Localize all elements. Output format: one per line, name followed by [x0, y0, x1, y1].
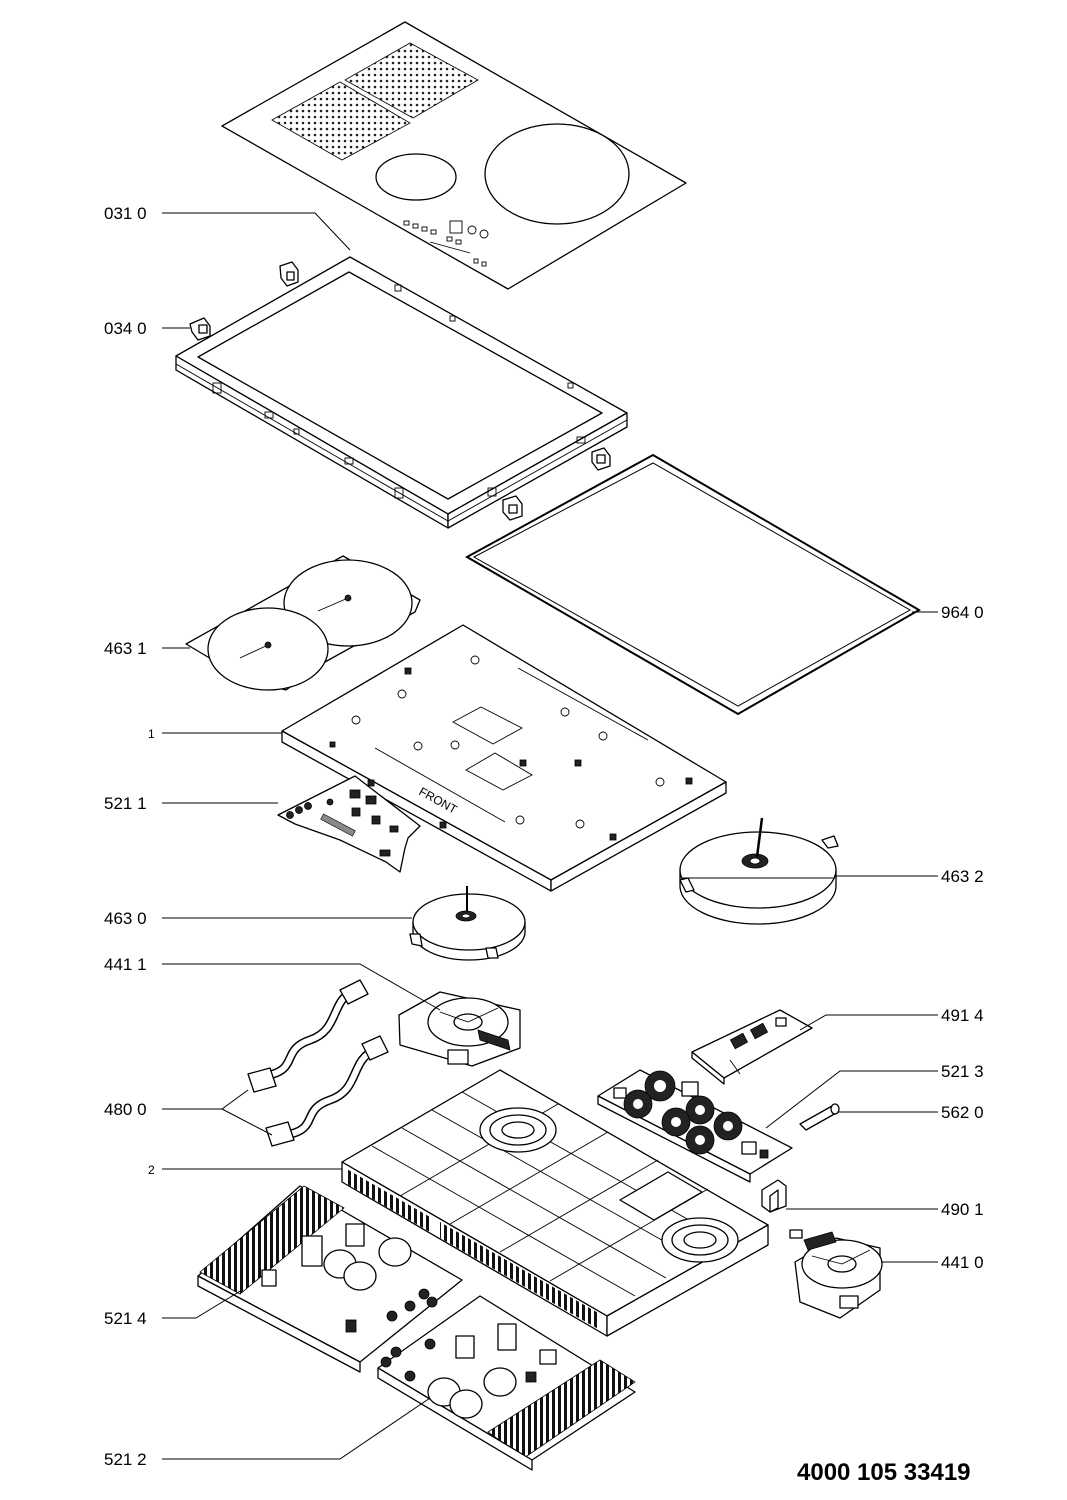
coil-carrier-plate: [185, 555, 421, 691]
control-board: [277, 775, 421, 873]
label-031-0: 031 0: [104, 204, 147, 223]
lower-housing: [341, 1069, 769, 1337]
support-plate: FRONT: [281, 624, 727, 892]
mounting-bracket: [279, 261, 299, 287]
fuse-cylinder: [799, 1103, 840, 1131]
large-induction-coil: [679, 817, 839, 925]
label-521-2: 521 2: [104, 1450, 147, 1469]
wiring-harness: [265, 1035, 389, 1147]
leader-lines: [162, 212, 938, 1460]
mounting-bracket: [189, 317, 211, 341]
mounting-bracket: [591, 447, 611, 471]
label-480-0: 480 0: [104, 1100, 147, 1119]
label-964-0: 964 0: [941, 603, 984, 622]
label-491-4: 491 4: [941, 1006, 984, 1025]
label-463-0: 463 0: [104, 909, 147, 928]
power-board-right: [377, 1295, 636, 1471]
cooling-fan-lower: [789, 1229, 883, 1319]
label-441-1: 441 1: [104, 955, 147, 974]
label-463-2: 463 2: [941, 867, 984, 886]
filter-board: [597, 1069, 793, 1183]
board-bracket: [691, 1009, 813, 1085]
small-induction-coil: [409, 886, 526, 961]
label-463-1: 463 1: [104, 639, 147, 658]
label-562-0: 562 0: [941, 1103, 984, 1122]
document-number: 4000 105 33419: [797, 1459, 971, 1486]
label-034-0: 034 0: [104, 319, 147, 338]
label-1: 1: [148, 727, 155, 741]
label-490-1: 490 1: [941, 1200, 984, 1219]
label-2: 2: [148, 1163, 155, 1177]
wiring-harness: [247, 979, 369, 1093]
cooling-fan-upper: [398, 991, 521, 1067]
power-board-left: [197, 1185, 463, 1373]
label-521-4: 521 4: [104, 1309, 147, 1328]
glass-ceramic-top: [221, 21, 687, 290]
label-521-3: 521 3: [941, 1062, 984, 1081]
gasket-seal: [464, 453, 921, 716]
mounting-clip: [761, 1179, 787, 1213]
label-441-0: 441 0: [941, 1253, 984, 1272]
mounting-bracket: [502, 495, 523, 521]
mounting-frame: [175, 256, 628, 529]
label-521-1: 521 1: [104, 794, 147, 813]
